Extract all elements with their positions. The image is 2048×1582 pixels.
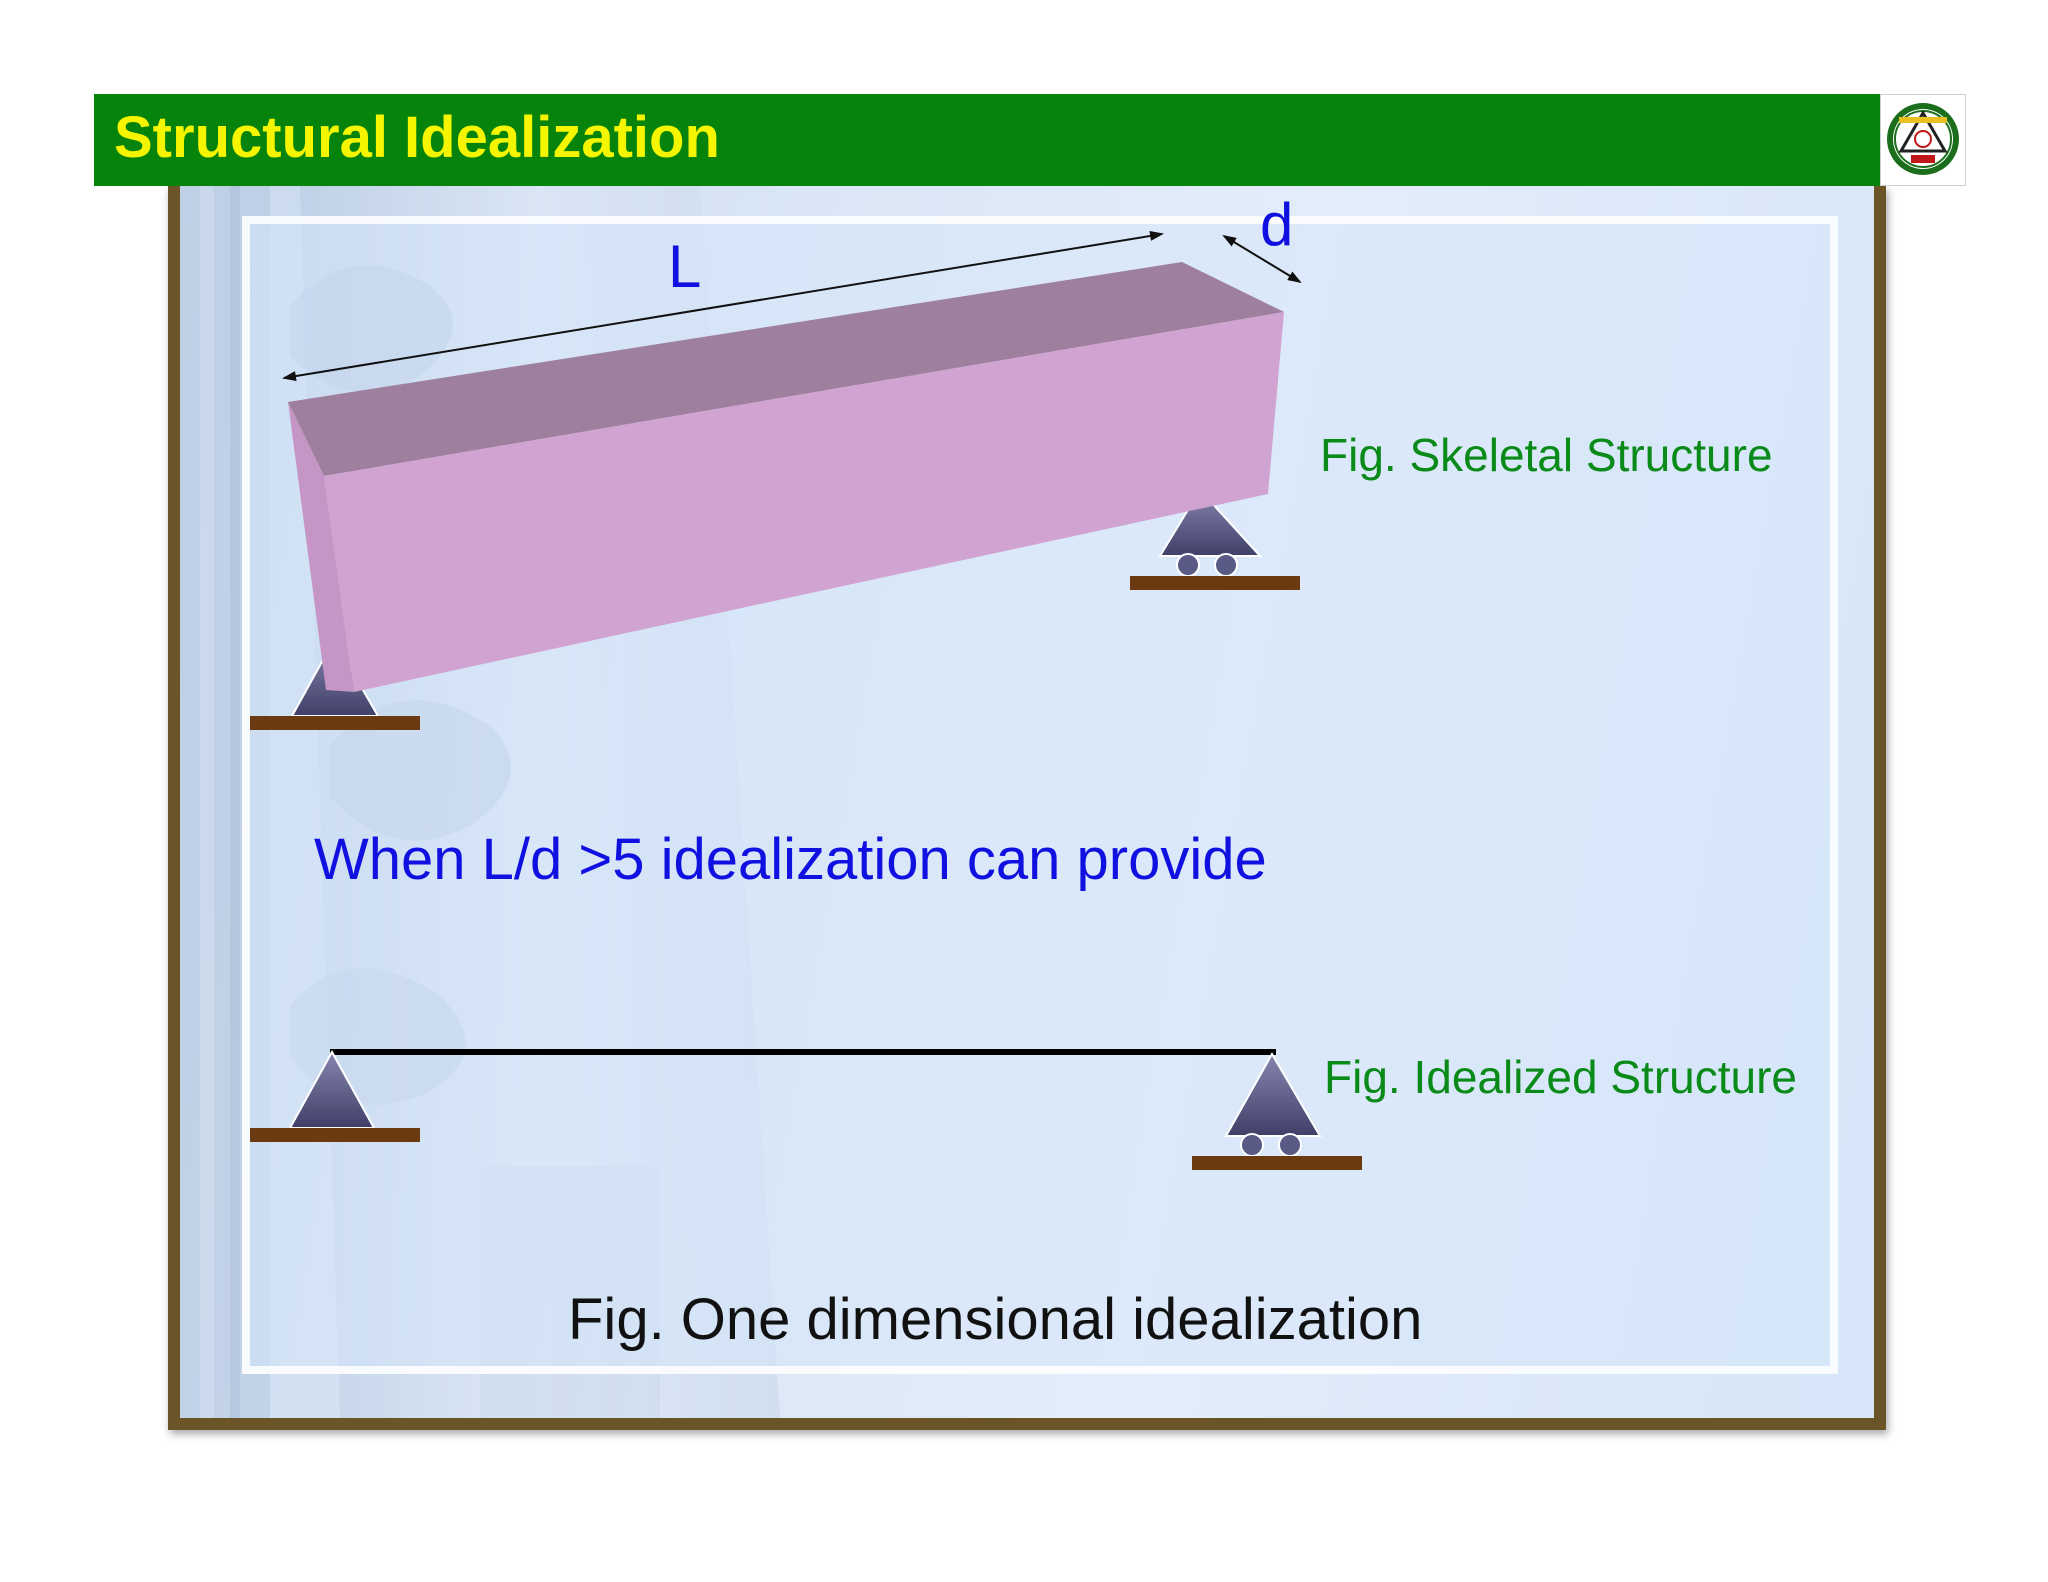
skeletal-roller-support: [1130, 488, 1300, 590]
condition-text: When L/d >5 idealization can provide: [314, 827, 1267, 892]
idealized-roller-support: [1192, 1051, 1362, 1170]
figure-caption: Fig. One dimensional idealization: [568, 1287, 1423, 1352]
skeletal-structure-caption: Fig. Skeletal Structure: [1320, 429, 1773, 481]
skeletal-beam: [288, 262, 1284, 692]
length-dimension-arrow: [282, 231, 1164, 381]
logo: [1880, 94, 1966, 186]
university-seal-icon: [1887, 103, 1959, 175]
length-label: L: [668, 233, 702, 300]
idealized-structure-caption: Fig. Idealized Structure: [1324, 1051, 1798, 1103]
slide-title: Structural Idealization: [114, 105, 720, 170]
idealized-pin-support: [250, 1049, 420, 1142]
depth-dimension-arrow: [1222, 234, 1302, 284]
title-bar: Structural Idealization: [94, 94, 1880, 186]
depth-label: d: [1260, 191, 1294, 258]
